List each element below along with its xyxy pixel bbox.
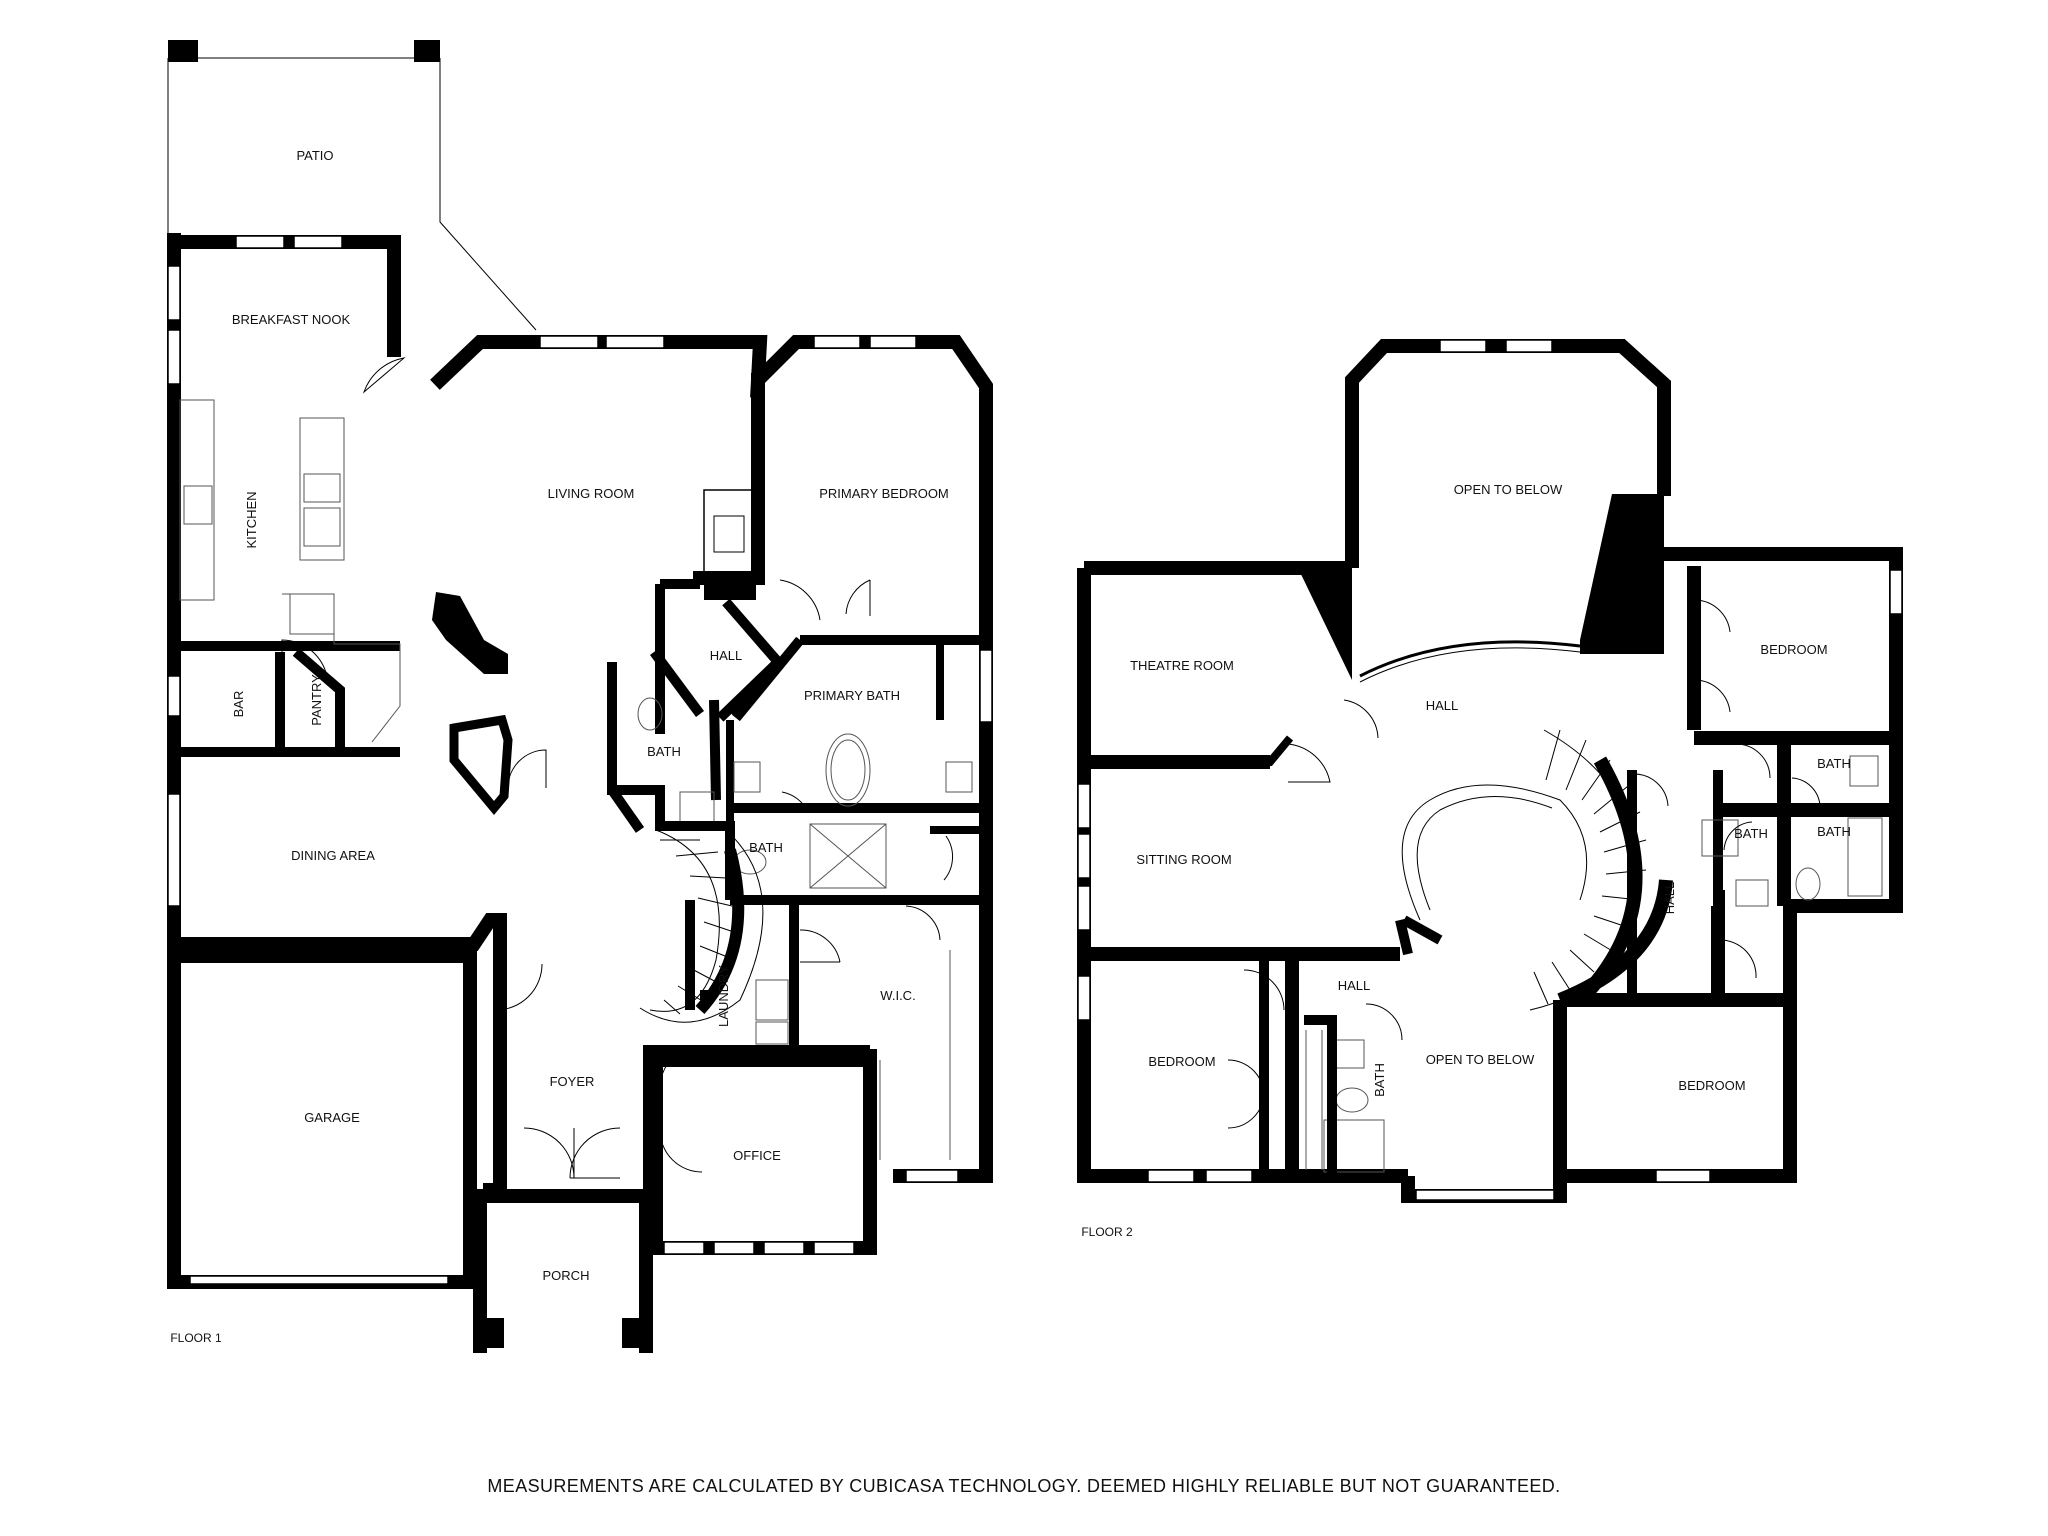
floor-1-doors bbox=[281, 357, 954, 1179]
floor-1-windows bbox=[167, 235, 993, 1285]
room-label-pantry: PANTRY bbox=[309, 674, 324, 726]
room-label-bath-d: BATH bbox=[1372, 1063, 1387, 1097]
floor-1-walls bbox=[167, 233, 993, 1353]
patio-outline bbox=[167, 57, 537, 331]
room-label-hall-east: HALL bbox=[1662, 882, 1677, 915]
primary-bath-fixtures bbox=[733, 733, 973, 889]
room-label-open-to-below-bottom: OPEN TO BELOW bbox=[1426, 1052, 1535, 1067]
staircase-floor-2 bbox=[1395, 729, 1673, 1011]
room-label-bath-a: BATH bbox=[647, 744, 681, 759]
porch-post-right bbox=[622, 1318, 652, 1348]
kitchen-fixtures bbox=[179, 399, 401, 743]
laundry-fixtures bbox=[755, 950, 951, 1160]
room-label-wic: W.I.C. bbox=[880, 988, 915, 1003]
floor-2-windows bbox=[1077, 339, 1903, 1201]
patio-post-right bbox=[414, 40, 440, 62]
room-label-hall-small: HALL bbox=[1338, 978, 1371, 993]
theatre-wall-block bbox=[1298, 568, 1352, 680]
porch-post-left bbox=[474, 1318, 504, 1348]
room-label-bedroom-se: BEDROOM bbox=[1678, 1078, 1745, 1093]
floor-2-plan bbox=[1077, 339, 1903, 1203]
hall-bath-walls bbox=[607, 662, 735, 900]
room-label-garage: GARAGE bbox=[304, 1110, 360, 1125]
room-label-office: OFFICE bbox=[733, 1148, 781, 1163]
room-label-living-room: LIVING ROOM bbox=[548, 486, 635, 501]
floor-2-bath-walls bbox=[1259, 890, 1725, 1176]
room-label-primary-bath: PRIMARY BATH bbox=[804, 688, 900, 703]
floor-1-interior-walls bbox=[174, 579, 986, 1055]
room-label-primary-bedroom: PRIMARY BEDROOM bbox=[819, 486, 949, 501]
floor-1-plan bbox=[167, 40, 993, 1353]
room-label-sitting-room: SITTING ROOM bbox=[1136, 852, 1231, 867]
room-label-foyer: FOYER bbox=[550, 1074, 595, 1089]
room-label-breakfast-nook: BREAKFAST NOOK bbox=[232, 312, 351, 327]
floor-2-caption: FLOOR 2 bbox=[1081, 1225, 1133, 1239]
hall-curve bbox=[1359, 640, 1581, 678]
room-label-bath-a: BATH bbox=[1817, 756, 1851, 771]
floor-1-labels: PATIO BREAKFAST NOOK KITCHEN LIVING ROOM… bbox=[170, 148, 948, 1345]
room-label-bath-c: BATH bbox=[1817, 824, 1851, 839]
room-label-bedroom-ne: BEDROOM bbox=[1760, 642, 1827, 657]
closet-wedge bbox=[449, 714, 513, 816]
theatre-lower-wall bbox=[1084, 735, 1294, 766]
floor-2-labels: OPEN TO BELOW THEATRE ROOM HALL BEDROOM … bbox=[1081, 482, 1851, 1239]
room-label-bath-b: BATH bbox=[1734, 826, 1768, 841]
disclaimer-text: MEASUREMENTS ARE CALCULATED BY CUBICASA … bbox=[487, 1476, 1561, 1496]
primary-bath-walls bbox=[726, 637, 986, 900]
room-label-porch: PORCH bbox=[543, 1268, 590, 1283]
laundry-wic-walls bbox=[685, 900, 799, 1048]
room-label-hall: HALL bbox=[710, 648, 743, 663]
patio-post-left bbox=[168, 40, 198, 62]
living-room-column bbox=[432, 592, 508, 674]
room-label-laundry: LAUNDRY bbox=[716, 965, 731, 1027]
room-label-bar: BAR bbox=[231, 691, 246, 718]
room-label-theatre-room: THEATRE ROOM bbox=[1130, 658, 1234, 673]
room-label-kitchen: KITCHEN bbox=[244, 491, 259, 548]
hall-bath-fixtures bbox=[637, 697, 767, 875]
floor-2-doors bbox=[1227, 599, 1821, 1129]
room-label-dining-area: DINING AREA bbox=[291, 848, 375, 863]
floor-1-caption: FLOOR 1 bbox=[170, 1331, 222, 1345]
room-label-bath-b: BATH bbox=[749, 840, 783, 855]
room-label-bedroom-sw: BEDROOM bbox=[1148, 1054, 1215, 1069]
hall-curve-inner bbox=[1359, 647, 1581, 683]
room-label-patio: PATIO bbox=[296, 148, 333, 163]
staircase-floor-1 bbox=[639, 829, 764, 1023]
fireplace bbox=[703, 489, 757, 600]
room-label-hall-main: HALL bbox=[1426, 698, 1459, 713]
east-wall-block bbox=[1580, 494, 1664, 654]
room-label-open-to-below-top: OPEN TO BELOW bbox=[1454, 482, 1563, 497]
